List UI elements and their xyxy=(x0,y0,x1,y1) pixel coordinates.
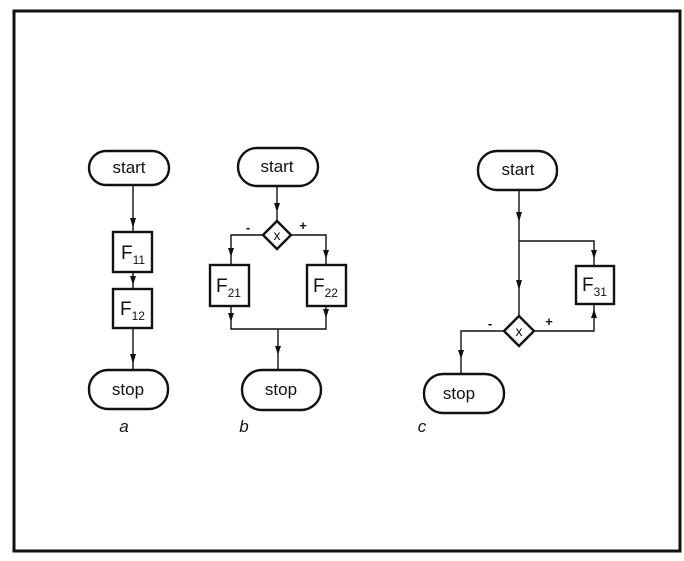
block-f22: F22 xyxy=(305,263,348,308)
block-f12-label: F12 xyxy=(120,299,145,323)
arrow-icon xyxy=(130,218,136,228)
stop-node-a: stop xyxy=(87,368,170,411)
start-node-b: start xyxy=(236,146,320,188)
decision-node-b: x xyxy=(261,219,293,251)
arrow-icon xyxy=(516,212,522,222)
branch-minus-b xyxy=(230,234,263,264)
arrow-icon xyxy=(130,354,136,364)
stop-node-c: stop xyxy=(422,372,506,415)
minus-label-b: - xyxy=(246,220,250,235)
start-node-c: start xyxy=(476,149,559,192)
diagram-a: start F11 F12 stop a xyxy=(87,149,171,436)
arrow-icon xyxy=(591,250,597,259)
stop-label-b: stop xyxy=(265,380,297,399)
branch-minus-c xyxy=(460,330,504,374)
caption-c: c xyxy=(418,417,427,436)
diagram-c: start F31 x - + stop c xyxy=(418,149,616,436)
arrow-icon xyxy=(458,350,464,359)
merge-line-b xyxy=(230,306,327,330)
loop-return-c xyxy=(534,304,595,332)
block-f31-label: F31 xyxy=(582,275,607,299)
plus-label-b: + xyxy=(299,218,307,233)
start-label-c: start xyxy=(501,160,534,179)
loop-entry-c xyxy=(519,240,595,265)
decision-label-c: x xyxy=(516,323,523,339)
block-f31: F31 xyxy=(574,264,616,306)
branch-plus-b xyxy=(291,234,327,264)
block-f12: F12 xyxy=(111,287,154,330)
start-label-a: start xyxy=(112,158,145,177)
block-f21: F21 xyxy=(208,263,251,308)
figure-frame xyxy=(12,9,682,553)
arrow-icon xyxy=(323,250,329,259)
block-f11: F11 xyxy=(111,230,154,274)
block-f21-label: F21 xyxy=(216,276,241,300)
decision-label-b: x xyxy=(274,227,281,243)
arrow-icon xyxy=(130,276,136,285)
stop-label-c: stop xyxy=(443,384,475,403)
arrow-icon xyxy=(274,203,280,212)
caption-b: b xyxy=(239,417,248,436)
block-f11-label: F11 xyxy=(121,243,145,267)
stop-node-b: stop xyxy=(240,368,323,412)
start-node-a: start xyxy=(87,149,171,187)
minus-label-c: - xyxy=(488,316,492,331)
decision-node-c: x xyxy=(502,314,536,348)
arrow-icon xyxy=(591,309,597,318)
start-label-b: start xyxy=(260,157,293,176)
diagram-b: start x - + F21 F22 xyxy=(208,146,348,436)
arrow-icon xyxy=(228,248,234,257)
arrow-icon xyxy=(275,346,281,355)
caption-a: a xyxy=(119,417,128,436)
arrow-icon xyxy=(323,309,329,318)
arrow-icon xyxy=(516,280,522,290)
plus-label-c: + xyxy=(545,314,553,329)
block-f22-label: F22 xyxy=(313,276,338,300)
stop-label-a: stop xyxy=(112,380,144,399)
arrow-icon xyxy=(228,313,234,322)
